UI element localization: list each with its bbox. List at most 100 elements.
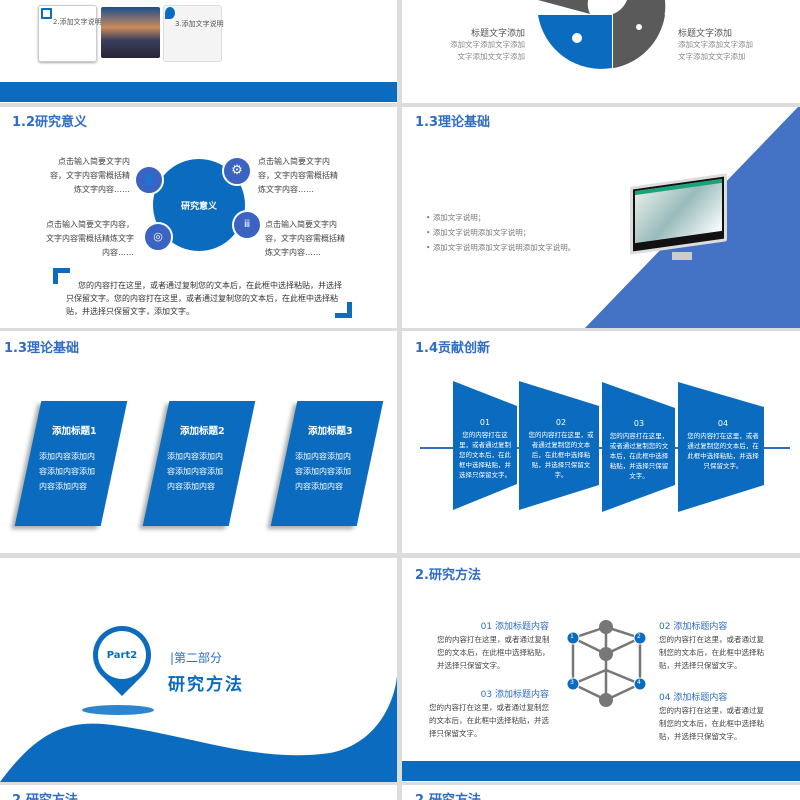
part-title: 研究方法	[168, 675, 244, 695]
pin-shadow	[82, 705, 154, 715]
right-line: 添加文字添加文字添加	[678, 40, 753, 49]
node-label: 4	[637, 679, 641, 686]
card-heading: 添加标题3	[308, 426, 353, 437]
slide-thumbnail-contribution[interactable]: 1.4贡献创新 01 您的内容打在这里，或者通过复制您的文本后，在此框中选择粘贴，…	[402, 331, 800, 553]
item-heading: 04 添加标题内容	[659, 693, 728, 703]
wave-shape	[0, 676, 397, 782]
slide-thumbnail-theory-a[interactable]: 1.3理论基础 • 添加文字说明； • 添加文字说明添加文字说明； • 添加文字…	[402, 107, 800, 328]
pin-inner: Part2	[98, 631, 146, 679]
people-icon: ⅲ	[232, 210, 262, 240]
item-text: 您的内容打在这里，或者通过复制您的文本后，在此框中选择粘贴，并选择只保留文字。	[437, 635, 550, 670]
slide-title: 2.研究方法	[415, 568, 481, 583]
item-text: 您的内容打在这里，或者通过复制您的文本后，在此框中选择粘贴，并选择只保留文字。	[659, 635, 764, 670]
step-shape	[519, 381, 599, 510]
bullet-item: • 添加文字说明；	[426, 213, 486, 222]
node-label: 3	[570, 679, 574, 686]
slide-title: 2.研究方法	[12, 789, 78, 800]
step-shape	[453, 381, 517, 510]
right-title: 标题文字添加	[678, 29, 733, 39]
item-text: 点击输入简要文字内容，文字内容需概括精炼文字内容……	[265, 220, 345, 257]
slide-title: 1.4贡献创新	[415, 341, 491, 356]
slide-thumbnail-bottom-right[interactable]: 2.研究方法	[402, 785, 800, 800]
left-line: 添加文字添加文字添加	[450, 40, 525, 49]
slide-thumbnail-part2[interactable]: Part2 |第二部分 研究方法	[0, 558, 397, 782]
card-heading: 添加标题1	[52, 426, 97, 437]
bullet-list: • 添加文字说明； • 添加文字说明添加文字说明； • 添加文字说明添加文字说明…	[426, 210, 575, 255]
timeline	[420, 381, 790, 512]
card-3: 3.添加文字说明	[163, 5, 224, 62]
step-shape	[602, 382, 675, 512]
card-body: 添加内容添加内容添加内容添加内容添加内容	[167, 452, 223, 491]
item-heading: 01 添加标题内容	[480, 622, 549, 632]
slide-title: 1.2研究意义	[12, 115, 88, 130]
user-icon: 👤	[134, 165, 164, 195]
slide-thumbnail-top-right[interactable]: 标题文字添加 添加文字添加文字添加文字添加文文字添加 标题文字添加 添加文字添加…	[402, 0, 800, 103]
bracket-bottom-right	[335, 302, 352, 318]
slide-title: 1.3理论基础	[415, 115, 491, 130]
slide-thumbnail-top-left[interactable]: 2.添加文字说明 3.添加文字说明	[0, 0, 397, 103]
cube-node-numbered	[566, 677, 580, 691]
slide-title: 2.研究方法	[415, 789, 481, 800]
hand-pointer-icon	[636, 24, 642, 30]
slide-thumbnail-bottom-left[interactable]: 2.研究方法	[0, 785, 397, 800]
card-3-label: 3.添加文字说明	[175, 20, 224, 28]
cube-node	[599, 693, 613, 707]
right-line: 文字添加文文字添加	[678, 52, 746, 61]
part-subtitle: |第二部分	[170, 651, 223, 665]
footer-bar	[0, 82, 397, 102]
footer-bar	[402, 761, 800, 781]
step: 02 您的内容打在这里，或者通过复制您的文本后，在此框中选择粘贴，并选择只保留文字…	[526, 418, 596, 480]
step: 04 您的内容打在这里，或者通过复制您的文本后，在此框中选择粘贴，并选择只保留文字…	[685, 419, 761, 471]
node-label: 1	[570, 633, 574, 640]
cube-node-numbered	[633, 631, 647, 645]
center-label: 研究意义	[180, 201, 217, 212]
slide-thumbnail-significance[interactable]: 1.2研究意义 研究意义 👤 ⚙ ⅲ ◎ 点击输入简要文字内容，文字内容需概括精…	[0, 107, 397, 328]
card-body: 添加内容添加内容添加内容添加内容添加内容	[295, 452, 351, 491]
item-text: 点击输入简要文字内容，文字内容需概括精炼文字内容……	[258, 157, 338, 194]
bullet-item: • 添加文字说明添加文字说明添加文字说明。	[426, 243, 576, 252]
paragraph: 您的内容打在这里，或者通过复制您的文本后，在此框中选择粘贴，并选择只保留文字。您…	[66, 281, 342, 316]
left-lines: 添加文字添加文字添加文字添加文文字添加	[450, 39, 525, 63]
slide-thumbnail-method[interactable]: 2.研究方法 1 2 3 4 01 添加标题内容 您的内容打在这里，或者通过复制…	[402, 558, 800, 782]
part-badge: Part2	[106, 649, 138, 661]
step-text: 您的内容打在这里，或者通过复制您的文本后，在此框中选择粘贴，并选择只保留文字。	[687, 432, 759, 470]
step-text: 您的内容打在这里，或者通过复制您的文本后，在此框中选择粘贴，并选择只保留文字。	[609, 432, 669, 480]
bracket-top-left	[53, 268, 70, 284]
step-text: 您的内容打在这里，或者通过复制您的文本后，在此框中选择粘贴，并选择只保留文字。	[528, 431, 594, 479]
cube-node-numbered	[633, 677, 647, 691]
step-shape	[678, 382, 764, 512]
step-number: 02	[555, 418, 567, 427]
node-label: 2	[637, 633, 641, 640]
left-title: 标题文字添加	[470, 29, 525, 39]
card-1-label: 2.添加文字说明	[53, 18, 102, 26]
city-photo	[101, 7, 160, 58]
step: 03 您的内容打在这里，或者通过复制您的文本后，在此框中选择粘贴，并选择只保留文字…	[608, 419, 670, 481]
monitor-image	[630, 170, 727, 260]
step-text: 您的内容打在这里，或者通过复制您的文本后，在此框中选择粘贴，并选择只保留文字。	[459, 431, 511, 479]
step-number: 01	[479, 418, 491, 427]
item-text: 您的内容打在这里，或者通过复制您的文本后，在此框中选择粘贴，并选择只保留文字。	[659, 706, 764, 741]
cube-node	[599, 647, 613, 661]
step-number: 03	[633, 419, 645, 428]
slide-thumbnail-theory-b[interactable]: 1.3理论基础 添加标题1 添加内容添加内容添加内容添加内容添加内容 添加标题2…	[0, 331, 397, 553]
card-heading: 添加标题2	[180, 426, 225, 437]
slide-title: 1.3理论基础	[4, 341, 80, 356]
cube-diagram	[566, 620, 647, 707]
item-text: 您的内容打在这里，或者通过复制您的文本后，在此框中选择粘贴，并选择只保留文字。	[429, 703, 549, 738]
item-heading: 02 添加标题内容	[659, 622, 728, 632]
gear-icon: ⚙	[222, 156, 252, 186]
donut-gray-segment	[614, 15, 665, 68]
cube-node	[599, 620, 613, 634]
step-number: 04	[717, 419, 729, 428]
medal-icon: ◎	[143, 222, 173, 252]
globe-icon	[572, 33, 582, 43]
item-text: 点击输入简要文字内容，文字内容需概括精炼文字内容……	[50, 157, 130, 194]
bullet-item: • 添加文字说明添加文字说明；	[426, 228, 531, 237]
calendar-icon	[41, 8, 52, 19]
card-body: 添加内容添加内容添加内容添加内容添加内容	[39, 452, 95, 491]
card-1: 2.添加文字说明	[38, 5, 102, 62]
cube-node-numbered	[566, 631, 580, 645]
item-text: 点击输入简要文字内容，文字内容需概括精炼文字内容……	[46, 220, 134, 257]
donut-chart	[538, 0, 666, 69]
item-heading: 03 添加标题内容	[480, 690, 549, 700]
